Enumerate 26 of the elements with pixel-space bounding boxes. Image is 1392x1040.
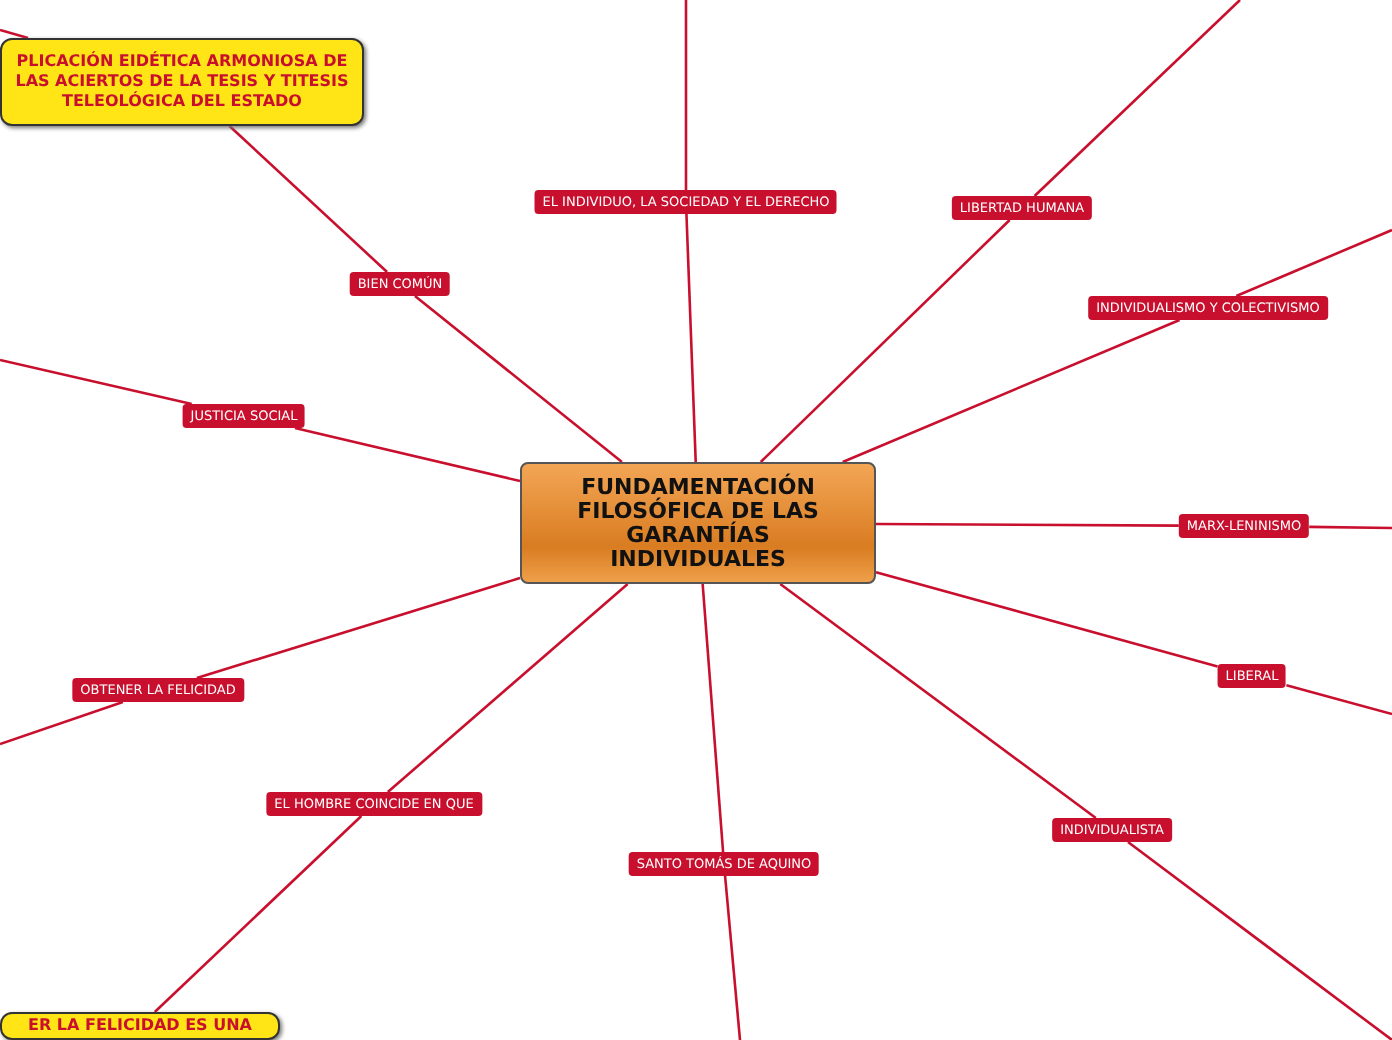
note-box: PLICACIÓN EIDÉTICA ARMONIOSA DE LAS ACIERTOS DE LA TESIS Y TITESIS TELEOLÓGICA DEL ESTADO [0, 38, 364, 126]
connector-line [294, 426, 521, 483]
connector-line [876, 522, 1179, 527]
connector-line [153, 815, 363, 1013]
connector-line [1286, 684, 1392, 716]
connector-line [1309, 525, 1392, 530]
central-topic-box: FUNDAMENTACIÓN FILOSÓFICA DE LAS GARANTÍAS INDIVIDUALES [520, 462, 876, 584]
connector-line [701, 583, 725, 853]
connector-line [0, 28, 29, 40]
connector-line [779, 582, 1097, 820]
connector-line [875, 570, 1218, 668]
connector-line [414, 295, 623, 463]
connector-line [0, 700, 124, 746]
connector-line [1235, 228, 1392, 298]
connector-line [1033, 0, 1241, 197]
connector-line [759, 219, 1011, 463]
connector-line [685, 213, 697, 463]
connector-line [723, 875, 742, 1040]
note-box: ER LA FELICIDAD ES UNA [0, 1012, 280, 1040]
connector-line [387, 583, 629, 793]
connector-line [0, 358, 192, 406]
connector-line [1127, 840, 1392, 1040]
connector-line [196, 576, 521, 680]
connector-line [684, 0, 688, 190]
connector-line [228, 125, 388, 273]
connector-line [842, 318, 1181, 464]
